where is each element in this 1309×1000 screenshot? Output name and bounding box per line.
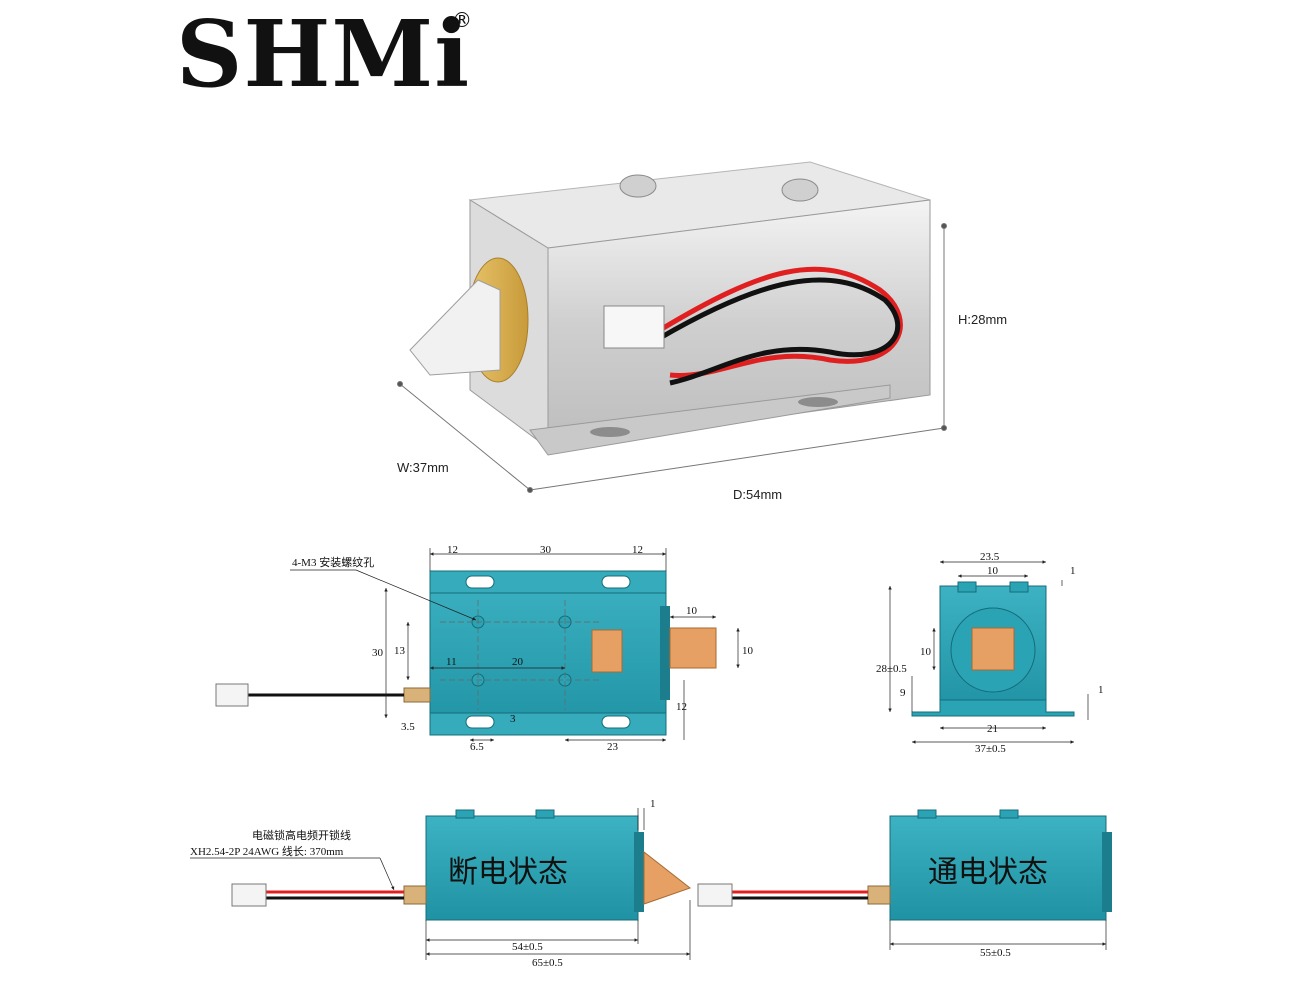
depth-label: D:54mm — [733, 487, 782, 502]
front-dim-6-5: 6.5 — [470, 741, 484, 753]
height-label: H:28mm — [958, 312, 1007, 327]
side-dim-bolt: 10 — [920, 646, 932, 658]
on-state-drawing — [697, 809, 1112, 950]
side-view-drawing — [888, 560, 1089, 744]
front-dim-top-left: 12 — [447, 544, 458, 556]
off-state-drawing — [190, 808, 692, 960]
front-dim-top-mid: 30 — [540, 544, 552, 556]
mount-holes-label: 4-M3 安装螺纹孔 — [292, 555, 374, 569]
front-dim-11: 11 — [446, 656, 457, 668]
plug-icon — [215, 683, 249, 707]
right-body-dim: 55±0.5 — [980, 947, 1011, 959]
front-dim-3: 3 — [510, 713, 516, 725]
cable-line2: XH2.54-2P 24AWG 线长: 370mm — [190, 844, 344, 858]
front-dim-23: 23 — [607, 741, 619, 753]
registered-mark: ® — [452, 8, 472, 32]
front-view-drawing — [215, 548, 740, 742]
side-dim-9: 9 — [900, 687, 906, 699]
width-label: W:37mm — [397, 460, 449, 475]
front-dim-bolt-w: 10 — [686, 605, 698, 617]
side-dim-height: 28±0.5 — [876, 663, 907, 675]
front-dim-bolt-h: 10 — [742, 645, 754, 657]
side-dim-top: 23.5 — [980, 551, 1000, 563]
gap-label: 1 — [650, 798, 656, 810]
front-dim-top-right: 12 — [632, 544, 643, 556]
side-dim-1-top: 1 — [1070, 565, 1076, 577]
left-body-dim: 54±0.5 — [512, 941, 543, 953]
brand-logo: SHMi — [176, 0, 471, 108]
front-dim-height: 30 — [372, 647, 384, 659]
off-plug-icon — [231, 883, 267, 907]
front-dim-12: 12 — [676, 701, 687, 713]
front-dim-3-5: 3.5 — [401, 721, 415, 733]
on-plug-icon — [697, 883, 733, 907]
front-dim-inner: 13 — [394, 645, 406, 657]
side-dim-1-bottom: 1 — [1098, 684, 1104, 696]
off-state-label: 断电状态 — [448, 855, 568, 890]
lock-illustration — [409, 161, 931, 456]
side-dim-21: 21 — [987, 723, 998, 735]
side-dim-inner: 10 — [987, 565, 999, 577]
connector-icon — [603, 305, 665, 349]
product-dimension-lines — [397, 223, 947, 493]
left-total-dim: 65±0.5 — [532, 957, 563, 969]
cable-line1: 电磁锁高电频开锁线 — [252, 828, 351, 842]
on-state-label: 通电状态 — [928, 855, 1048, 890]
side-dim-total: 37±0.5 — [975, 743, 1006, 755]
front-dim-20: 20 — [512, 656, 524, 668]
